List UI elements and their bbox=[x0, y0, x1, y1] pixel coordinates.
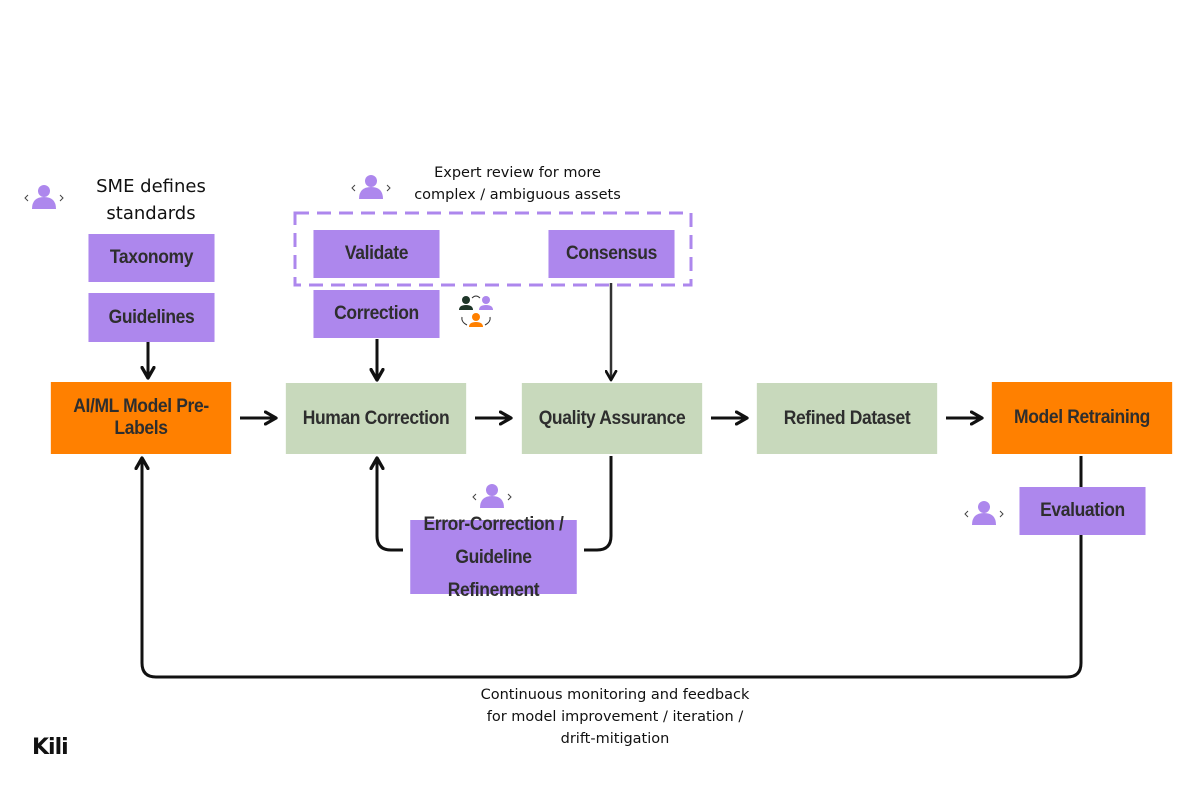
taxonomy-box: Taxonomy bbox=[88, 234, 215, 282]
expert-note-line-2: complex / ambiguous assets bbox=[414, 187, 621, 203]
feedback-loop-arrow bbox=[142, 456, 1083, 679]
feedback-note: Continuous monitoring and feedback for m… bbox=[420, 684, 810, 750]
kili-logo: Kili bbox=[32, 735, 69, 760]
expert-note: Expert review for more complex / ambiguo… bbox=[385, 162, 650, 206]
prelabels-box: AI/ML Model Pre-Labels bbox=[50, 382, 232, 454]
error-correction-line-1: Error-Correction / bbox=[423, 513, 564, 535]
feedback-note-line-3: drift-mitigation bbox=[560, 731, 670, 747]
sme-note-line-2: standards bbox=[106, 203, 196, 224]
user-code-icon bbox=[964, 500, 1004, 526]
user-code-icon bbox=[24, 184, 64, 210]
expert-note-line-1: Expert review for more bbox=[434, 165, 601, 181]
validate-box: Validate bbox=[313, 230, 440, 278]
feedback-note-line-1: Continuous monitoring and feedback bbox=[480, 687, 750, 703]
evaluation-box: Evaluation bbox=[1019, 487, 1146, 535]
sme-note: SME defines standards bbox=[75, 173, 227, 227]
loop-qa-to-error-correction bbox=[584, 456, 613, 552]
feedback-note-line-2: for model improvement / iteration / bbox=[486, 709, 744, 725]
expert-review-group bbox=[293, 211, 693, 287]
sme-note-line-1: SME defines bbox=[96, 176, 206, 197]
loop-error-correction-to-human bbox=[377, 458, 403, 552]
error-correction-box: Error-Correction / Guideline Refinement bbox=[410, 514, 577, 601]
model-retraining-box: Model Retraining bbox=[991, 382, 1173, 454]
consensus-box: Consensus bbox=[548, 230, 675, 278]
user-code-icon bbox=[472, 483, 512, 509]
refined-dataset-box: Refined Dataset bbox=[756, 383, 938, 454]
user-group-icon bbox=[459, 295, 493, 327]
human-correction-box: Human Correction bbox=[285, 383, 467, 454]
correction-box: Correction bbox=[313, 290, 440, 338]
quality-assurance-box: Quality Assurance bbox=[521, 383, 703, 454]
guidelines-box: Guidelines bbox=[88, 293, 215, 342]
error-correction-line-2: Guideline Refinement bbox=[447, 546, 540, 601]
